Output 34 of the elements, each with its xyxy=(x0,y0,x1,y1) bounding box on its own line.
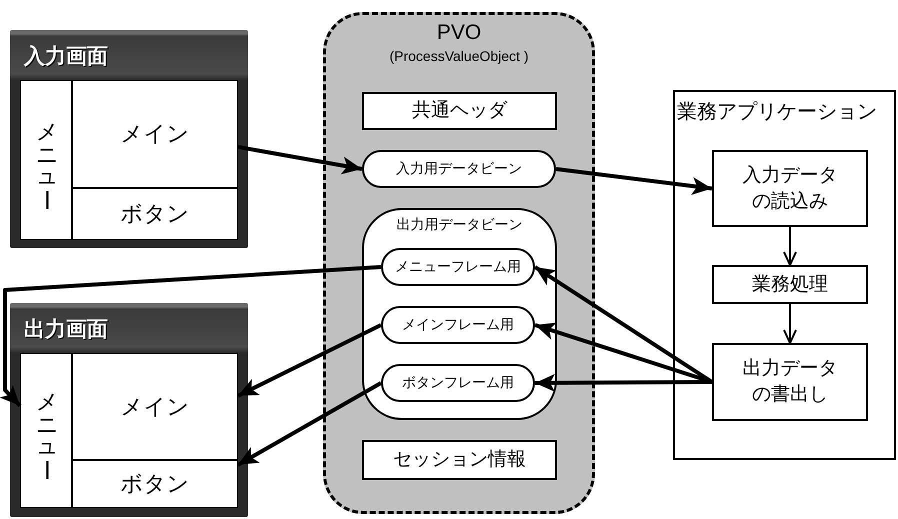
arrow xyxy=(534,374,712,392)
window-title: 入力画面 xyxy=(24,43,108,70)
rounded-box: メインフレーム用 xyxy=(381,306,535,344)
screen-region: メニュー xyxy=(20,353,72,508)
screen-window xyxy=(10,30,248,248)
container-panel xyxy=(323,12,595,514)
arrow xyxy=(237,323,382,398)
screen-region: ボタン xyxy=(72,460,238,508)
system-frame xyxy=(673,90,896,460)
arrow xyxy=(783,304,797,344)
process-box: 共通ヘッダ xyxy=(362,92,557,130)
process-box: 業務処理 xyxy=(712,265,868,304)
screen-region: メニュー xyxy=(20,80,72,240)
rounded-box: 入力用データビーン xyxy=(362,150,556,188)
panel-subtitle: (ProcessValueObject ) xyxy=(388,48,530,64)
arrow xyxy=(556,167,712,195)
frame-title: 業務アプリケーション xyxy=(677,98,877,125)
process-box: 出力データの書出し xyxy=(712,343,868,421)
arrow xyxy=(0,265,382,408)
process-box: セッション情報 xyxy=(362,440,557,480)
screen-window xyxy=(10,303,248,517)
rounded-box: メニューフレーム用 xyxy=(381,248,535,286)
arrow xyxy=(237,381,382,467)
screen-region: ボタン xyxy=(72,188,238,240)
screen-region: メイン xyxy=(72,80,238,188)
panel-title: PVO xyxy=(436,21,482,45)
window-title: 出力画面 xyxy=(24,316,108,343)
screen-region: メイン xyxy=(72,353,238,460)
panel-title: 出力用データビーン xyxy=(396,216,524,234)
rounded-panel xyxy=(362,208,557,420)
arrow xyxy=(783,227,797,266)
arrow xyxy=(238,145,362,174)
rounded-box: ボタンフレーム用 xyxy=(381,364,535,402)
process-box: 入力データの読込み xyxy=(712,150,868,227)
